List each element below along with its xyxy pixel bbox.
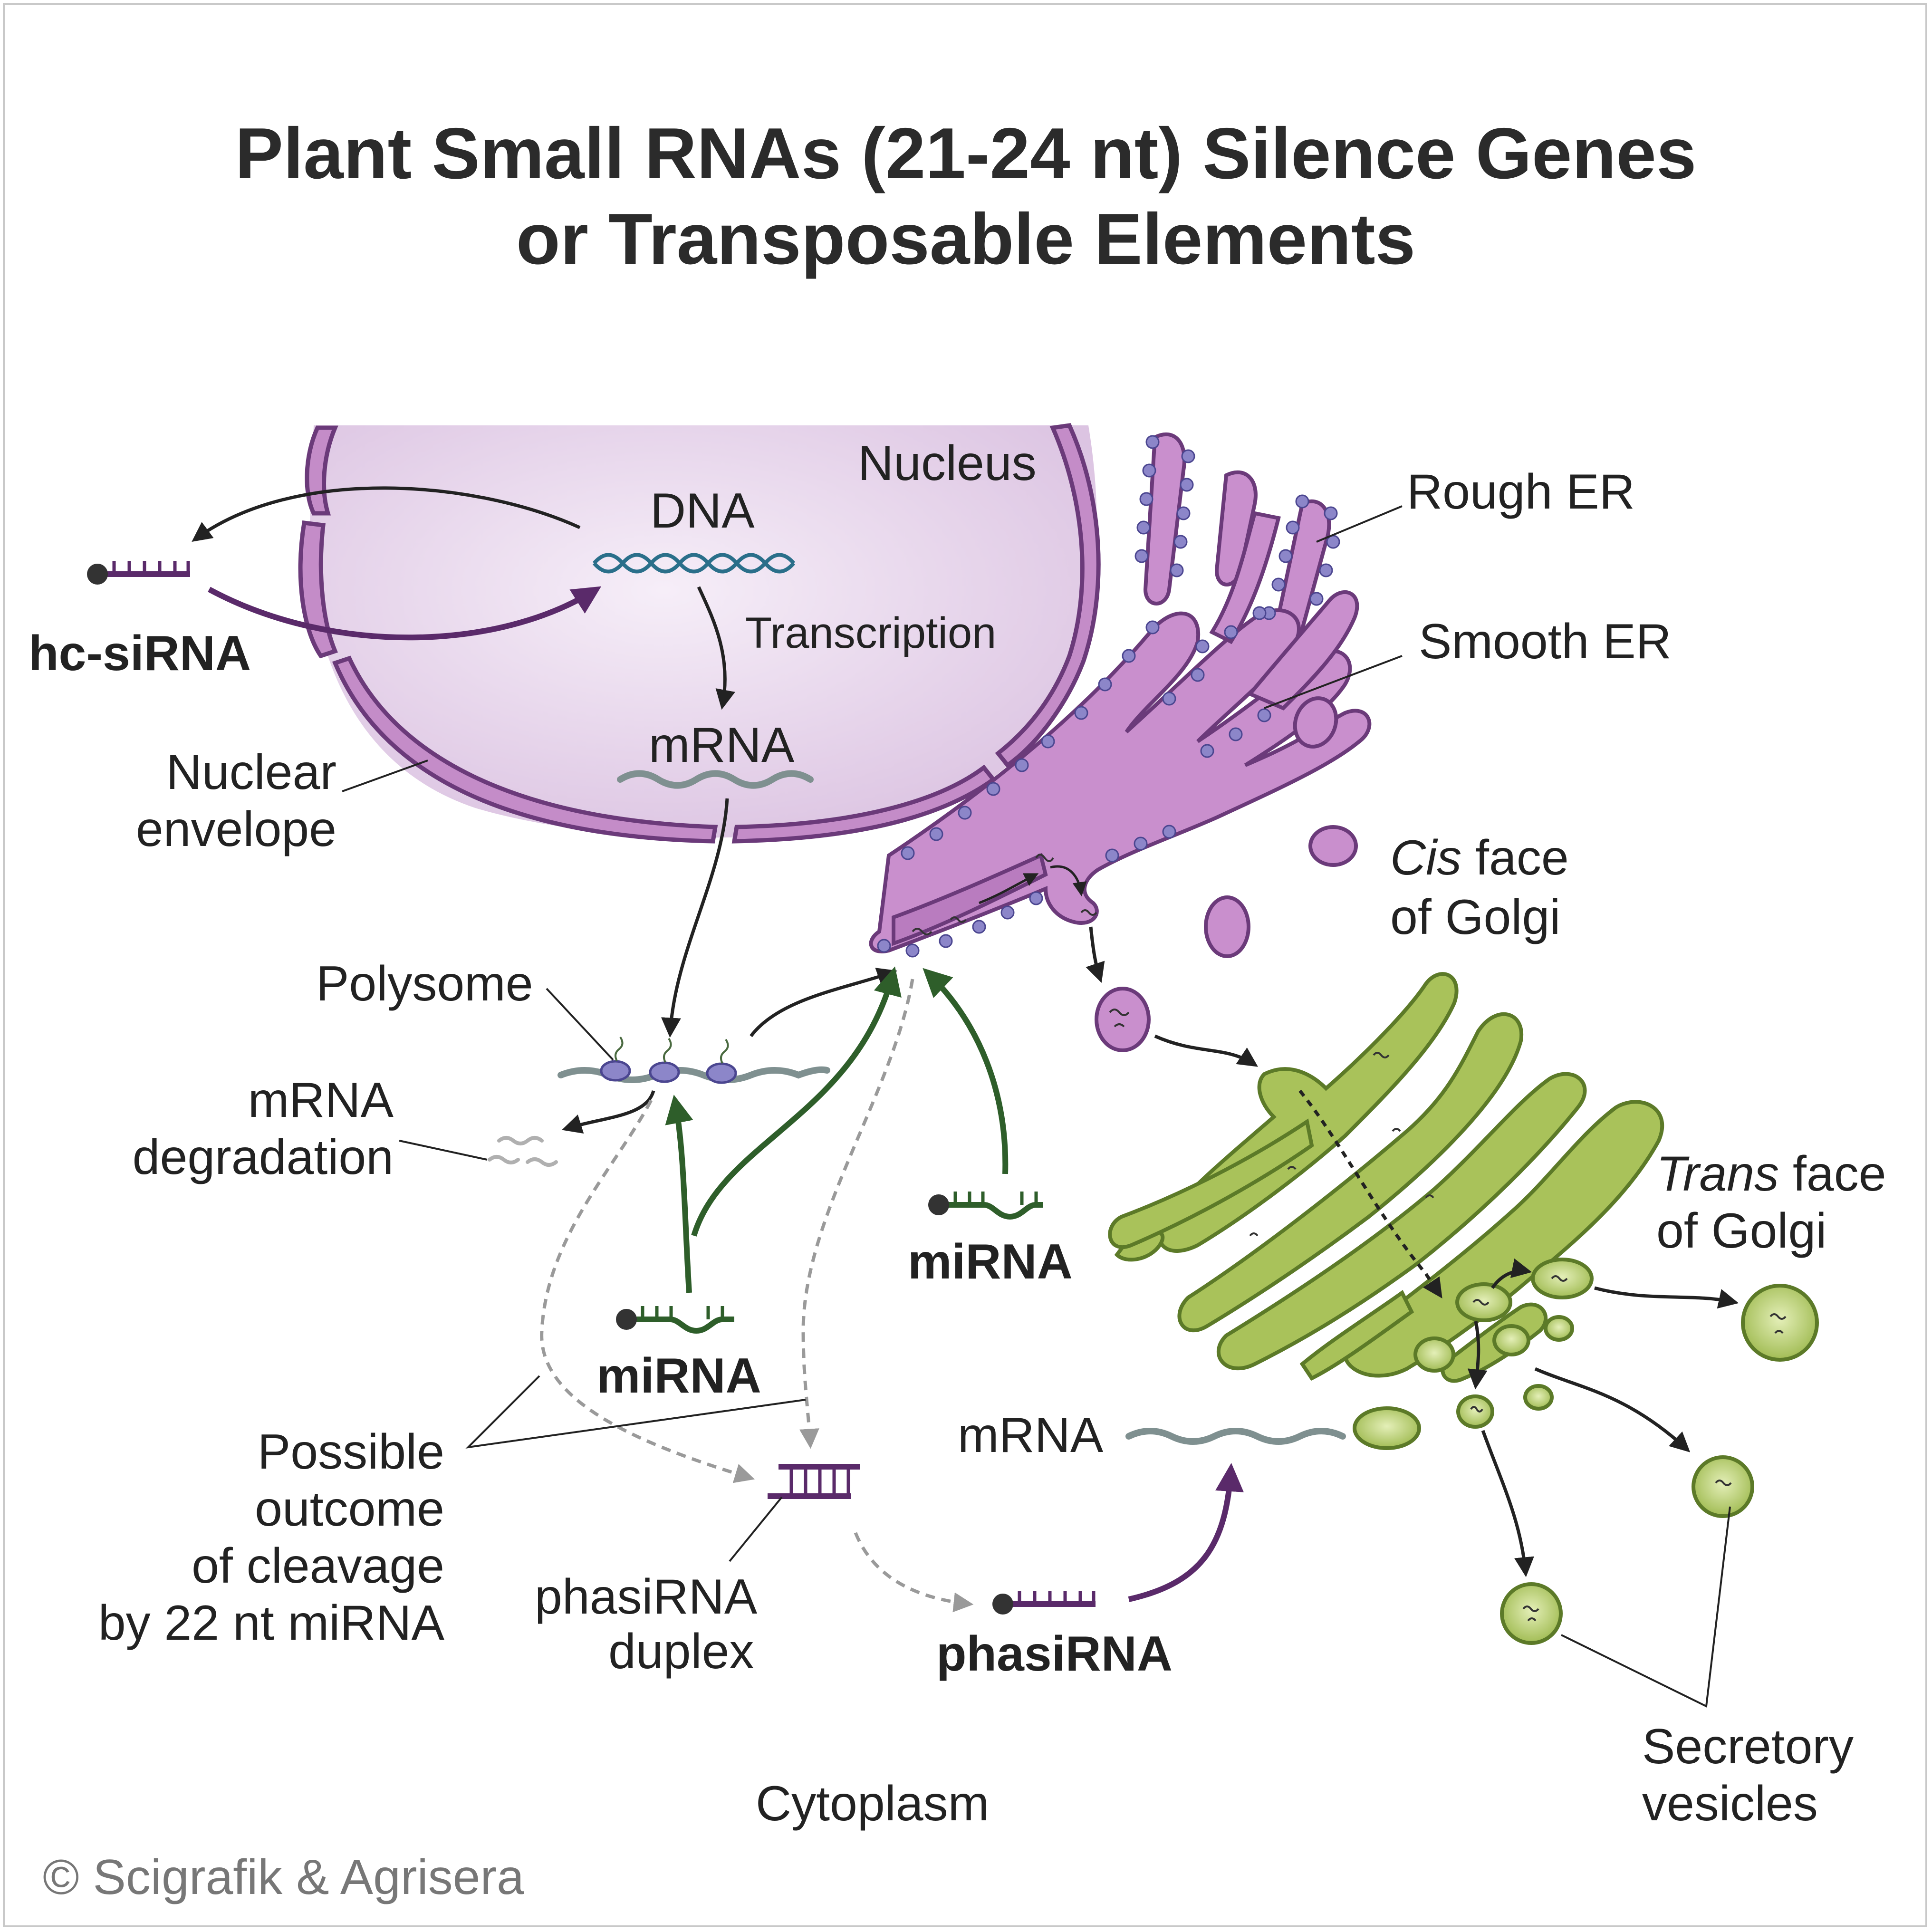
possible-outcome-label-4: by 22 nt miRNA: [98, 1596, 445, 1651]
hcsirna-to-dna-arrow: [208, 586, 602, 641]
transport-vesicle: [1095, 987, 1151, 1052]
er-internal-arrow-2: [1050, 865, 1087, 896]
mrna-strand-nucleus: [617, 770, 814, 789]
golgi-apparatus: [1108, 972, 1664, 1383]
mrna-degradation-label-1: mRNA: [248, 1073, 394, 1128]
secretory-vesicles-label-1: Secretory: [1642, 1719, 1854, 1774]
golgi-vesicles: [1353, 1258, 1819, 1645]
phasirna-to-mrna-arrow: [1128, 1463, 1244, 1602]
polysome: [557, 1036, 830, 1084]
cleavage-dashed-paths: [540, 979, 974, 1613]
copyright-notice: © Scigrafik & Agrisera: [43, 1850, 524, 1905]
polysome-to-er-arrow: [750, 968, 897, 1038]
er-ribosomes: [877, 435, 1340, 958]
phasirna-duplex-label-1: phasiRNA: [535, 1569, 758, 1624]
polysome-label: Polysome: [316, 956, 533, 1011]
dna-label: DNA: [650, 483, 755, 538]
possible-outcome-label-2: outcome: [255, 1481, 444, 1537]
transcription-label: Transcription: [745, 609, 996, 657]
phasirna-duplex-label-2: duplex: [608, 1624, 754, 1679]
endoplasmic-reticulum: [869, 432, 1372, 958]
title-line-1: Plant Small RNAs (21-24 nt) Silence Gene…: [235, 113, 1697, 194]
secretion-arrows: [1467, 1258, 1739, 1577]
transcription-arrow: [697, 586, 735, 710]
mrna-degradation-fragments: [488, 1136, 558, 1167]
leader-lines: [342, 505, 1731, 1708]
mrna-export-arrow: [661, 798, 729, 1038]
rough-er-label: Rough ER: [1407, 464, 1635, 519]
hc-sirna-molecule: [87, 561, 190, 585]
er-proteins: [912, 854, 1097, 935]
er-to-vesicle-arrow: [1086, 926, 1105, 983]
golgi-transit-arrow: [1298, 1089, 1442, 1298]
degradation-arrow: [561, 1090, 655, 1134]
cytoplasm-label: Cytoplasm: [756, 1776, 989, 1831]
mrna-degradation-label-2: degradation: [133, 1130, 394, 1185]
phasirna-molecule: [992, 1591, 1096, 1615]
possible-outcome-label-3: of cleavage: [192, 1538, 444, 1594]
golgi-proteins: [1249, 1052, 1434, 1237]
nucleus-label: Nucleus: [858, 436, 1037, 491]
mrna-strand-cytoplasm: [1125, 1428, 1346, 1445]
possible-outcome-label-1: Possible: [258, 1424, 444, 1480]
nuclear-envelope-label-1: Nuclear: [166, 745, 336, 800]
dna-to-hcsirna-arrow: [192, 486, 581, 542]
mirna-molecule-left: [616, 1306, 734, 1334]
er-internal-arrow-1: [979, 873, 1039, 904]
nucleus: [298, 423, 1101, 844]
mirna-arrows: [665, 966, 1009, 1293]
phasirna-duplex-molecule: [768, 1464, 860, 1499]
vesicle-to-golgi-arrow: [1154, 1034, 1258, 1067]
dna-helix: [592, 553, 796, 574]
title-line-2: or Transposable Elements: [516, 199, 1415, 279]
hc-sirna-label: hc-siRNA: [29, 626, 251, 681]
phasirna-label: phasiRNA: [936, 1626, 1173, 1682]
mirna-right-label: miRNA: [908, 1234, 1073, 1289]
mrna-cytoplasm-label: mRNA: [958, 1408, 1104, 1463]
nuclear-envelope: [298, 423, 1101, 844]
mirna-molecule-right: [928, 1192, 1043, 1220]
nuclear-envelope-label-2: envelope: [136, 802, 336, 857]
trans-face-label-2: of Golgi: [1656, 1203, 1826, 1259]
cis-face-label-2: of Golgi: [1390, 890, 1560, 945]
smooth-er-label: Smooth ER: [1419, 614, 1672, 669]
trans-face-label-1: Trans face: [1656, 1146, 1886, 1201]
mrna-nucleus-label: mRNA: [649, 718, 795, 773]
mirna-left-label: miRNA: [596, 1348, 761, 1403]
vesicle-proteins: [1470, 1275, 1787, 1622]
cis-face-label-1: Cis face: [1390, 830, 1569, 885]
secretory-vesicles-label-2: vesicles: [1642, 1776, 1818, 1831]
